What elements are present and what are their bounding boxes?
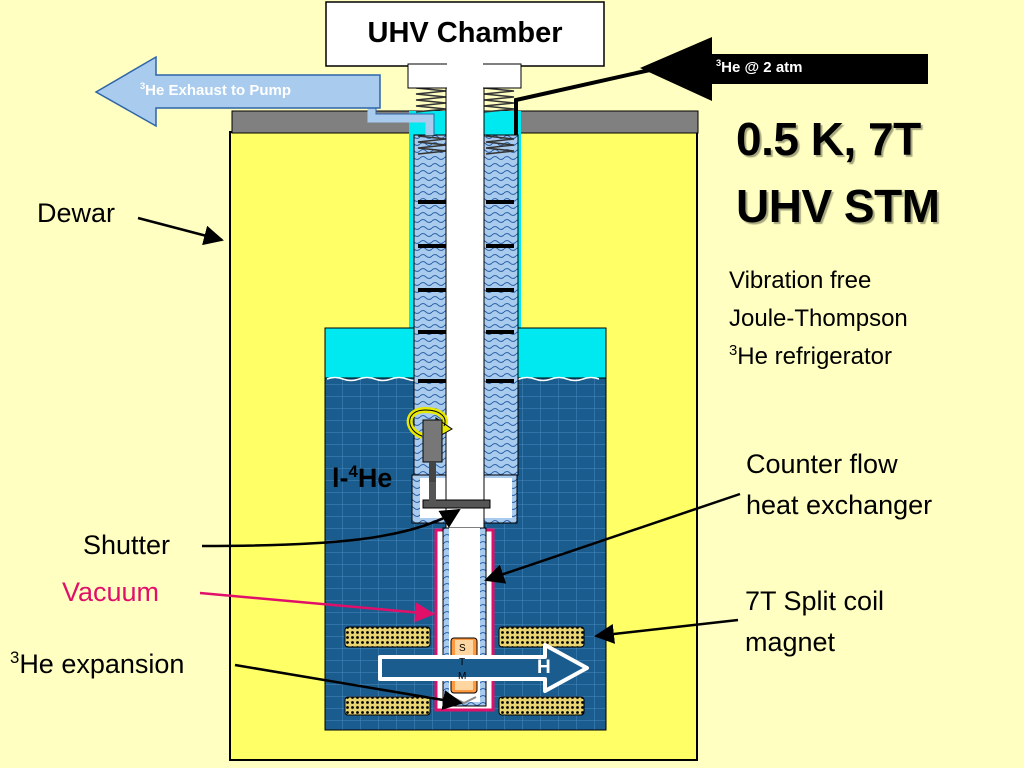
title-line-2: UHV STM <box>736 180 940 232</box>
shutter-label: Shutter <box>83 530 171 560</box>
exhaust-arrow <box>94 55 381 128</box>
dewar-pointer <box>137 216 224 246</box>
split-coil-line-2: magnet <box>745 627 836 657</box>
liquid-he4-label: l-4He <box>332 462 393 493</box>
counter-flow-pointer <box>484 492 741 584</box>
he3-expansion-label: 3He expansion <box>10 648 185 679</box>
counter-flow-line-2: heat exchanger <box>746 490 933 520</box>
counter-flow-line-1: Counter flow <box>746 449 898 479</box>
vacuum-pointer <box>199 591 435 623</box>
split-coil-line-1: 7T Split coil <box>745 586 885 616</box>
desc-line-1: Vibration free <box>729 267 872 294</box>
uhv-chamber-box <box>325 1 605 67</box>
uhv-chamber-label: UHV Chamber <box>367 17 563 49</box>
stm-letter-m: M <box>458 671 467 682</box>
magnet-coil-top-right <box>498 626 585 648</box>
stm-letter-s: S <box>459 643 466 654</box>
sample-holder <box>422 419 443 463</box>
magnet-coil-bottom-right <box>498 696 585 716</box>
magnet-coil-top-left <box>344 626 431 648</box>
title-line-1: 0.5 K, 7T <box>736 113 921 165</box>
field-h-label: H <box>537 657 551 678</box>
expansion-pointer <box>234 663 463 710</box>
he3-inlet-label: 3He @ 2 atm <box>716 58 803 76</box>
desc-line-2: Joule-Thompson <box>729 305 908 332</box>
split-coil-pointer <box>594 618 739 644</box>
stm-letter-t: T <box>459 657 466 668</box>
shutter-blade <box>422 499 491 509</box>
inlet-line <box>514 68 651 135</box>
magnet-coil-bottom-left <box>344 696 431 716</box>
baffles <box>418 200 514 383</box>
dewar-label: Dewar <box>37 198 116 228</box>
exhaust-label: 3He Exhaust to Pump <box>140 81 292 99</box>
vacuum-label: Vacuum <box>62 577 160 607</box>
heat-exchanger-right <box>483 134 519 476</box>
shutter-pointer <box>201 508 461 548</box>
desc-line-3: 3He refrigerator <box>729 343 893 370</box>
field-arrow <box>378 643 589 693</box>
inlet-arrow <box>640 37 928 101</box>
